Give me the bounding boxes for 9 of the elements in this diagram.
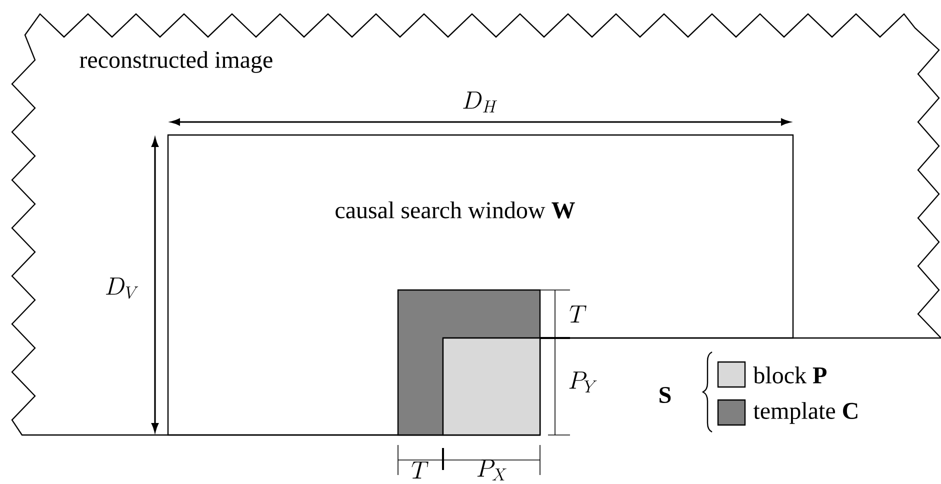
dimension-label: $P_{Y}$ [569, 372, 597, 392]
dimension-label: $P_{X}$ [477, 460, 506, 480]
template-region [397, 289, 541, 436]
dimension-label: $D_{V}$ [106, 278, 138, 299]
block-square [442, 337, 541, 436]
dimension-label: $D_{H}$ [463, 92, 498, 112]
set-symbol: $\mathbf{S}$ [660, 386, 671, 404]
dimension-label: $T$ [570, 306, 586, 322]
dimension-label: $T$ [412, 462, 428, 478]
